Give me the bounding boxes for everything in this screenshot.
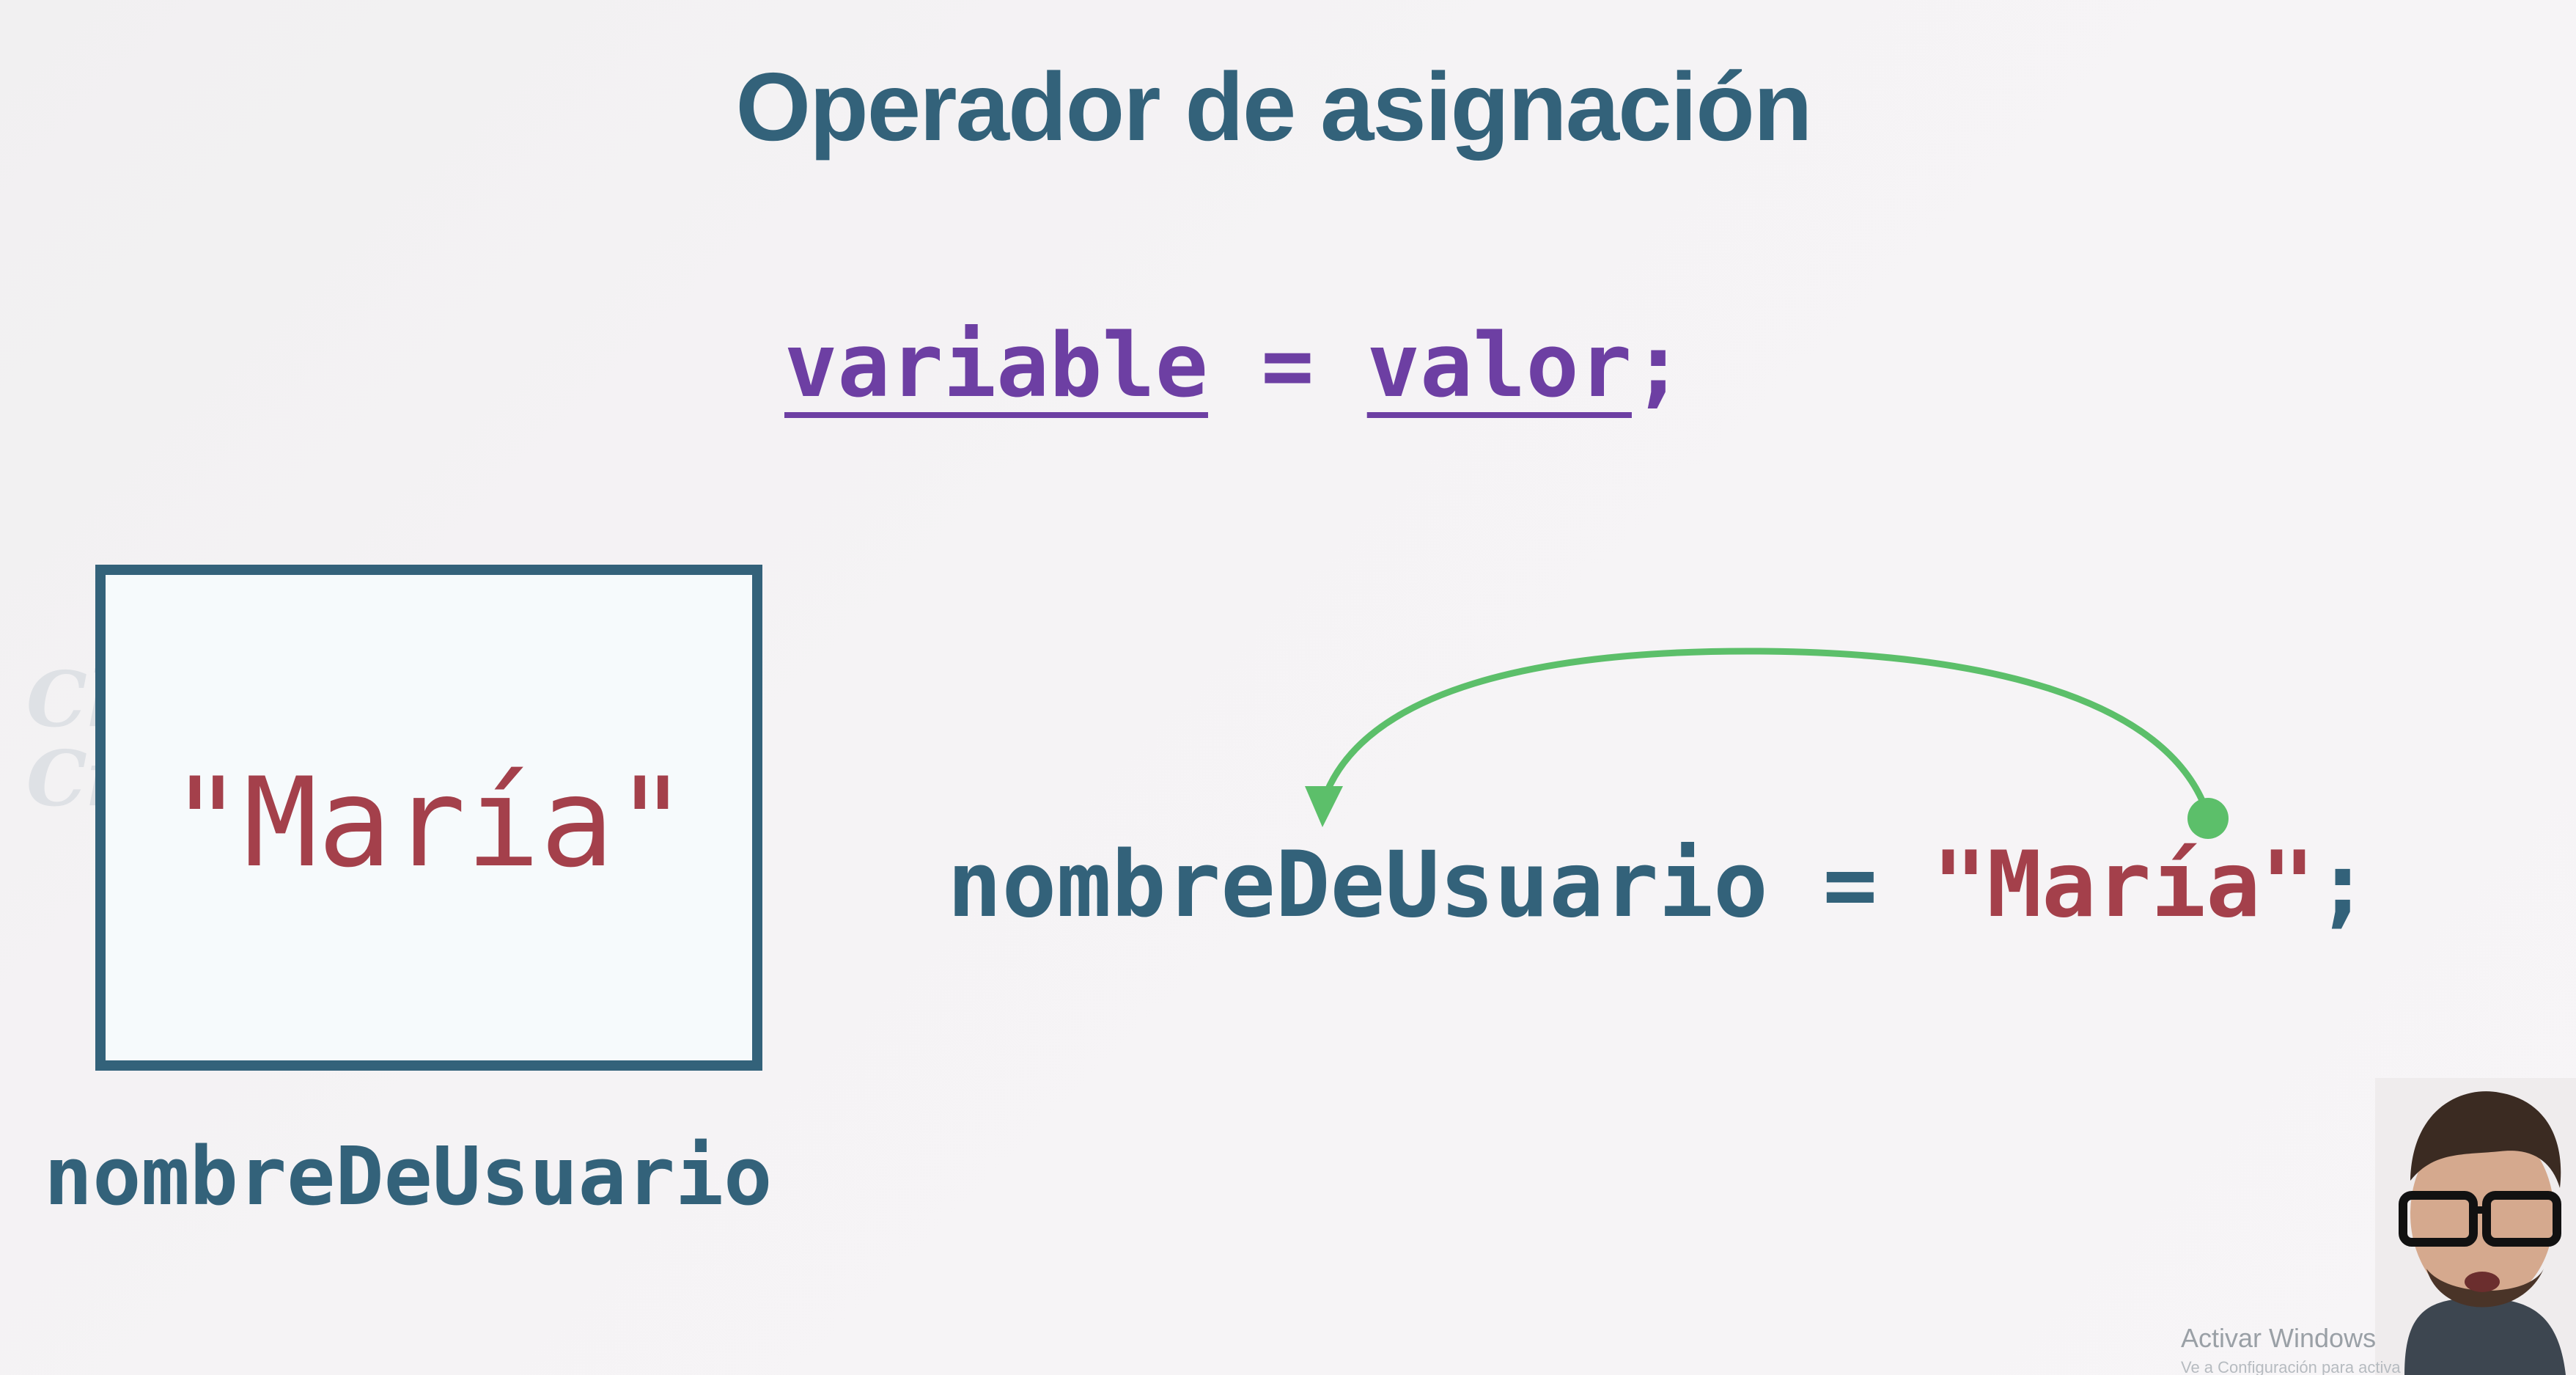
variable-box: "María" bbox=[95, 565, 762, 1071]
activate-windows-subtitle: Ve a Configuración para activar Windows. bbox=[2181, 1358, 2401, 1375]
statement-operator: = bbox=[1767, 832, 1932, 938]
assignment-syntax: variable = valor; bbox=[784, 315, 1685, 417]
variable-label: nombreDeUsuario bbox=[44, 1129, 773, 1223]
slide-title: Operador de asignación bbox=[735, 53, 1812, 161]
statement-terminator: ; bbox=[2315, 832, 2371, 938]
assignment-statement: nombreDeUsuario = "María"; bbox=[947, 832, 2370, 938]
presenter-webcam bbox=[2375, 1078, 2576, 1375]
syntax-value: valor bbox=[1366, 315, 1632, 417]
syntax-operator: = bbox=[1207, 315, 1367, 417]
box-value: "María" bbox=[169, 751, 688, 895]
syntax-variable: variable bbox=[784, 315, 1208, 417]
statement-name: nombreDeUsuario bbox=[947, 832, 1768, 938]
syntax-terminator: ; bbox=[1631, 315, 1685, 417]
statement-value: "María" bbox=[1932, 832, 2316, 938]
activate-windows-title: Activar Windows bbox=[2181, 1323, 2377, 1353]
